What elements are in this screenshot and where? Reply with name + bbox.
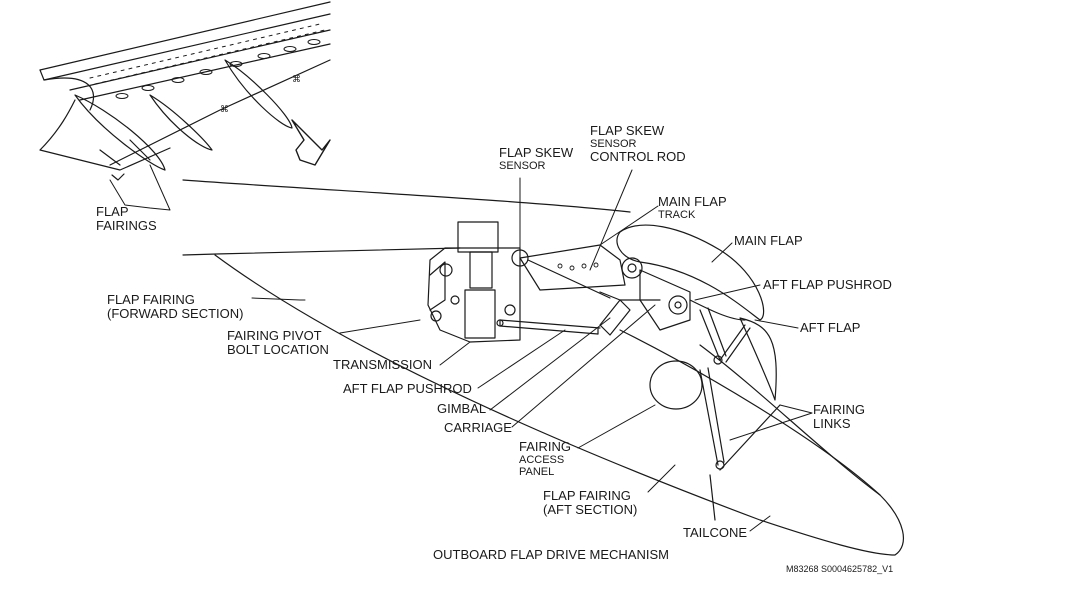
transmission-body xyxy=(427,247,521,343)
aft-flap-pushrod xyxy=(499,319,601,335)
carriage-roller xyxy=(621,257,643,279)
label-flap-fairing-aft-line1: FLAP FAIRING xyxy=(543,488,631,503)
label-main-flap: MAIN FLAP xyxy=(734,233,803,248)
label-flap-fairing-aft-line2: (AFT SECTION) xyxy=(543,502,638,517)
label-main-flap-track-line1: MAIN FLAP xyxy=(658,194,727,209)
label-carriage: CARRIAGE xyxy=(444,420,512,435)
leader-lines xyxy=(109,164,813,532)
flap-fairing-outline xyxy=(182,179,904,556)
main-flap xyxy=(616,224,765,321)
label-flap-skew-sensor-line1: FLAP SKEW xyxy=(499,145,574,160)
aft-flap xyxy=(739,317,777,401)
label-fairing-pivot-line1: FAIRING PIVOT xyxy=(227,328,322,343)
label-fairing-pivot-line2: BOLT LOCATION xyxy=(227,342,329,357)
label-flap-skew-sensor: FLAP SKEW SENSOR xyxy=(499,145,574,173)
label-flap-fairing-forward-line1: FLAP FAIRING xyxy=(107,292,195,307)
label-main-flap-track: MAIN FLAP TRACK xyxy=(658,194,727,222)
label-fairing-links: FAIRING LINKS xyxy=(813,403,865,431)
wing-slots xyxy=(89,23,326,99)
label-flap-fairing-aft: FLAP FAIRING (AFT SECTION) xyxy=(543,489,637,517)
flaps xyxy=(616,224,777,401)
figure-title: OUTBOARD FLAP DRIVE MECHANISM xyxy=(433,547,669,562)
label-access-panel-line1: FAIRING xyxy=(519,439,572,454)
label-skew-control-rod-line2: SENSOR xyxy=(590,138,637,150)
label-gimbal: GIMBAL xyxy=(437,401,487,416)
fairing-link-lower xyxy=(699,367,725,466)
label-flap-fairing-forward-line2: (FORWARD SECTION) xyxy=(107,306,244,321)
label-aft-flap-pushrod-right: AFT FLAP PUSHROD xyxy=(763,277,892,292)
skew-control-rod xyxy=(527,259,611,299)
fairing-1 xyxy=(74,94,166,171)
label-flap-skew-sensor-line2: SENSOR xyxy=(499,160,546,172)
label-fairing-links-line2: LINKS xyxy=(813,416,851,431)
label-flap-fairing-forward: FLAP FAIRING (FORWARD SECTION) xyxy=(107,293,244,321)
label-flap-fairings: FLAP FAIRINGS xyxy=(96,205,157,233)
fairing-3 xyxy=(224,59,293,129)
svg-text:⌘: ⌘ xyxy=(292,75,301,85)
label-skew-control-rod-line1: FLAP SKEW xyxy=(590,123,665,138)
main-flap-track xyxy=(519,244,626,291)
label-flap-fairings-line2: FAIRINGS xyxy=(96,218,157,233)
label-transmission: TRANSMISSION xyxy=(333,357,432,372)
drive-mechanism xyxy=(427,221,751,470)
label-aft-flap: AFT FLAP xyxy=(800,320,861,335)
fairing-2 xyxy=(149,94,213,151)
access-panel xyxy=(649,360,703,410)
label-skew-control-rod: FLAP SKEW SENSOR CONTROL ROD xyxy=(590,124,686,164)
label-fairing-links-line1: FAIRING xyxy=(813,402,866,417)
label-aft-flap-pushrod-left: AFT FLAP PUSHROD xyxy=(343,381,472,396)
gimbal-arm xyxy=(599,299,631,336)
label-flap-fairings-line1: FLAP xyxy=(96,204,129,219)
label-tailcone: TAILCONE xyxy=(683,525,748,540)
label-main-flap-track-line2: TRACK xyxy=(658,209,696,221)
label-fairing-pivot: FAIRING PIVOT BOLT LOCATION xyxy=(227,329,329,357)
direction-arrow xyxy=(291,119,331,166)
carriage xyxy=(639,269,691,331)
wing-inset: ⌘ ⌘ xyxy=(39,1,331,181)
svg-text:⌘: ⌘ xyxy=(220,105,229,115)
label-skew-control-rod-line3: CONTROL ROD xyxy=(590,149,686,164)
figure-reference: M83268 S0004625782_V1 xyxy=(786,564,894,574)
fairing-link-upper xyxy=(699,307,727,361)
label-access-panel-line3: PANEL xyxy=(519,466,555,478)
label-access-panel-line2: ACCESS xyxy=(519,454,565,466)
label-fairing-access-panel: FAIRING ACCESS PANEL xyxy=(519,439,572,479)
